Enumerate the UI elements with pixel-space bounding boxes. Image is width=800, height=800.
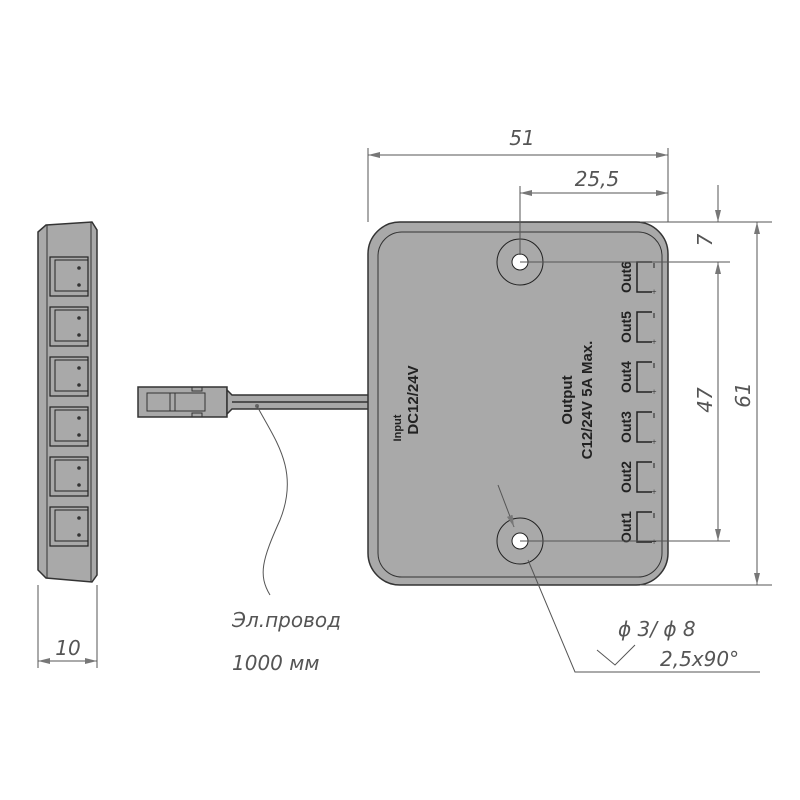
countersink-spec: 2,5x90°: [660, 647, 739, 671]
side-port: [49, 506, 89, 547]
thickness-value: 10: [55, 636, 80, 660]
svg-text:+: +: [651, 387, 656, 397]
side-port: [49, 406, 89, 447]
output-label: Out2: [618, 461, 634, 493]
countersink-icon: [596, 644, 636, 666]
output-label: Out3: [618, 411, 634, 443]
output-port: + Out2: [618, 461, 657, 497]
width-value: 51: [509, 126, 534, 150]
output-label: Out1: [618, 511, 634, 543]
output-port: + Out4: [618, 361, 657, 397]
svg-text:+: +: [651, 337, 656, 347]
wire-length: 1000 мм: [232, 651, 319, 675]
side-view: [37, 221, 98, 583]
top-view: + Out1 + Out2 + Out3 + Out4 + Out5 + Out6 Input DC1…: [367, 221, 669, 586]
svg-text:+: +: [651, 537, 656, 547]
output-label: Out6: [618, 261, 634, 293]
hole-diameter: ϕ 3/ ϕ 8: [618, 617, 696, 641]
output-port: + Out3: [618, 411, 657, 447]
svg-text:+: +: [651, 287, 656, 297]
dimension-lines: 51 25,5 7 47 61 ϕ 3/ ϕ 8 2,5x90°: [367, 126, 772, 673]
input-title: Input: [392, 414, 404, 441]
hole-offset-x-value: 25,5: [575, 167, 620, 191]
output-label: Out4: [618, 361, 634, 393]
output-label: Out5: [618, 311, 634, 343]
side-port: [49, 256, 89, 297]
input-connector: [137, 386, 373, 418]
side-port: [49, 306, 89, 347]
thickness-dimension: 10: [37, 585, 98, 668]
side-port: [49, 456, 89, 497]
wire-label: Эл.провод: [231, 608, 341, 632]
svg-text:+: +: [651, 487, 656, 497]
hole-spacing-value: 47: [693, 387, 717, 413]
input-voltage: DC12/24V: [405, 365, 422, 434]
output-rating: C12/24V 5A Max.: [579, 341, 596, 460]
side-port: [49, 356, 89, 397]
output-port: + Out1: [618, 511, 657, 547]
output-port: + Out5: [618, 311, 657, 347]
output-title: Output: [559, 375, 576, 424]
height-value: 61: [731, 382, 755, 407]
hole-offset-y-value: 7: [693, 233, 717, 246]
svg-text:+: +: [651, 437, 656, 447]
wire-leader: Эл.провод 1000 мм: [231, 404, 341, 675]
